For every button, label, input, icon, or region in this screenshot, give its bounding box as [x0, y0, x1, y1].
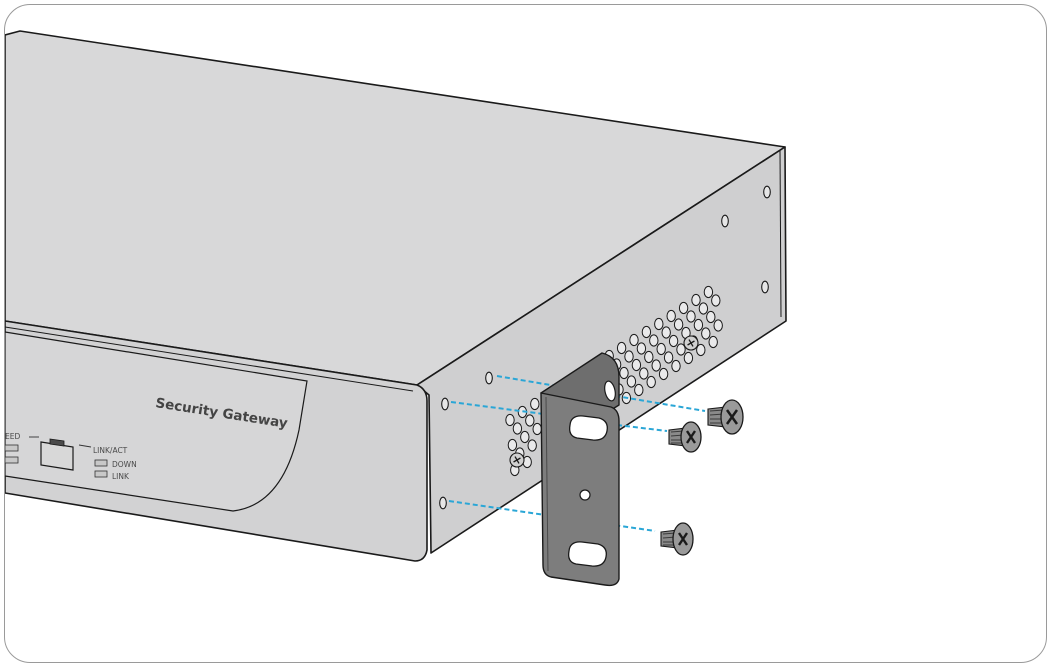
- vent-hole: [673, 318, 684, 331]
- side-hole: [441, 397, 449, 411]
- vent-hole: [639, 367, 649, 380]
- vent-hole: [530, 397, 540, 411]
- bracket-flange: [540, 352, 620, 411]
- side-screw: [509, 452, 525, 468]
- vent-hole: [634, 383, 644, 397]
- bracket-slot-upper: [569, 415, 608, 441]
- vent-hole: [701, 327, 711, 340]
- vent-hole: [512, 422, 523, 435]
- vent-hole: [656, 342, 666, 356]
- vent-hole: [505, 413, 515, 427]
- down-label: DOWN: [112, 460, 137, 469]
- bracket-slot-lower: [568, 541, 607, 567]
- side-hole: [763, 185, 771, 199]
- vent-hole: [626, 375, 637, 388]
- bracket-hole-top: [604, 380, 616, 402]
- vent-hole: [646, 375, 656, 389]
- guide-line: [616, 424, 668, 432]
- vent-hole: [624, 350, 634, 363]
- vent-hole: [686, 310, 696, 323]
- link-led: [94, 470, 108, 478]
- vent-hole: [713, 319, 723, 332]
- bracket-hole-center: [579, 489, 591, 501]
- label-plate: [5, 331, 308, 512]
- side-hole: [485, 371, 493, 385]
- vent-hole: [668, 334, 679, 348]
- side-hole: [761, 280, 769, 294]
- vent-hole: [678, 301, 689, 315]
- chassis-edge: [779, 150, 782, 318]
- vent-hole: [663, 351, 674, 364]
- vent-hole: [616, 341, 627, 355]
- vent-hole: [693, 318, 704, 332]
- side-hole: [439, 496, 447, 510]
- vent-hole: [651, 359, 661, 372]
- vent-hole: [636, 342, 647, 355]
- screw-icon: [660, 522, 694, 556]
- vent-hole: [641, 325, 652, 339]
- vent-hole: [691, 293, 701, 307]
- side-screw: [683, 335, 699, 351]
- vent-hole: [666, 309, 676, 323]
- screw-icon: [707, 399, 744, 435]
- vent-hole: [649, 334, 659, 347]
- ethernet-port-socket: [49, 438, 65, 447]
- vent-hole: [696, 343, 706, 357]
- illustration-frame: Security Gateway EED LINK/ACT DOWN LINK: [4, 4, 1047, 663]
- rack-mount-bracket: [540, 352, 620, 587]
- vent-hole: [631, 358, 642, 372]
- vent-hole: [658, 367, 669, 381]
- front-panel-lip: [5, 326, 414, 392]
- vent-hole: [698, 302, 709, 315]
- vent-hole: [525, 414, 535, 427]
- link-label: LINK: [112, 472, 130, 481]
- vent-hole: [676, 343, 686, 356]
- vent-hole: [629, 333, 639, 347]
- speed-led-1: [5, 444, 19, 452]
- vent-hole: [619, 366, 629, 380]
- ethernet-port: [40, 441, 74, 471]
- vent-hole: [708, 335, 718, 349]
- side-hole: [721, 214, 729, 228]
- down-led: [94, 459, 108, 467]
- vent-hole: [520, 430, 530, 444]
- vent-hole: [644, 350, 654, 364]
- vent-hole: [706, 310, 716, 324]
- vent-hole: [527, 439, 537, 452]
- rack-mount-diagram: Security Gateway EED LINK/ACT DOWN LINK: [5, 30, 787, 587]
- bracket-face: [540, 392, 620, 587]
- speed-led-2: [5, 456, 19, 464]
- screw-icon: [668, 421, 702, 453]
- vent-hole: [532, 422, 542, 436]
- vent-hole: [671, 359, 681, 373]
- vent-hole: [703, 285, 714, 299]
- port-bracket-line-right: [78, 444, 92, 448]
- link-act-label: LINK/ACT: [93, 446, 128, 455]
- vent-hole: [711, 294, 721, 307]
- vent-hole: [507, 438, 518, 452]
- vent-hole: [654, 317, 664, 331]
- vent-hole: [683, 351, 694, 365]
- bracket-bend: [545, 396, 549, 572]
- speed-label: EED: [5, 432, 20, 441]
- vent-hole: [661, 326, 671, 339]
